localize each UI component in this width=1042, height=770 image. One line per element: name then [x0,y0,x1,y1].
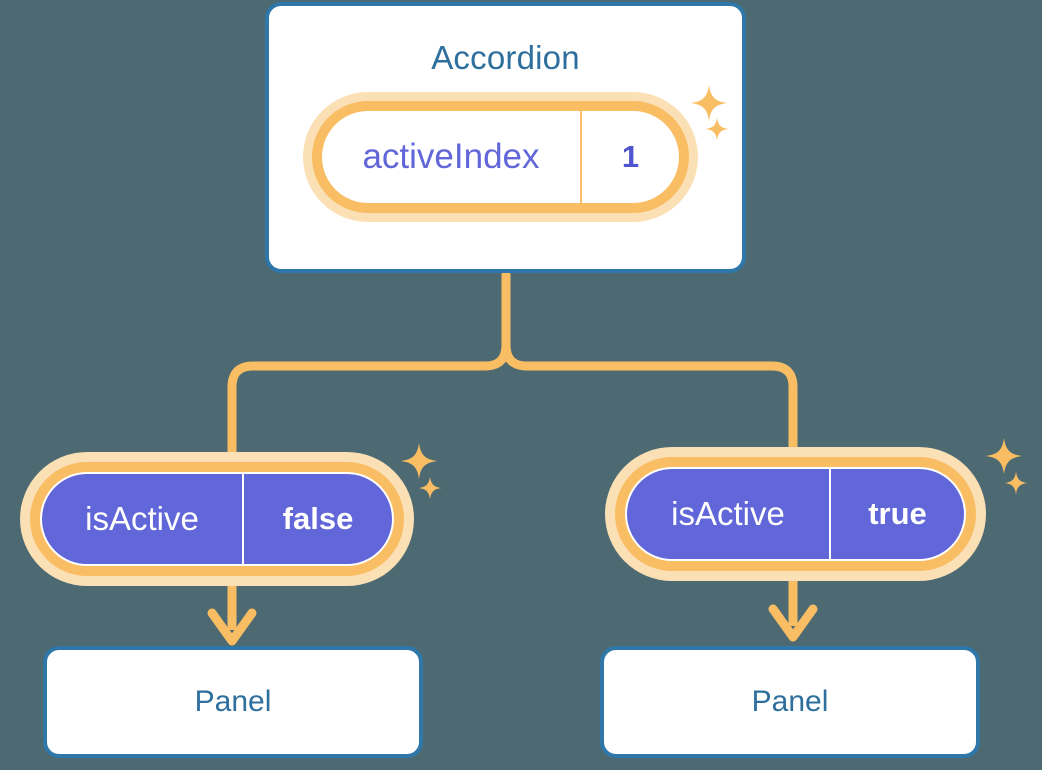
pill-body: isActive false [40,472,394,566]
state-value-label: true [829,469,964,559]
state-value-label: 1 [580,111,679,203]
sparkle-icon [418,476,442,500]
sparkle-icon [985,437,1023,475]
accordion-title: Accordion [431,39,580,76]
component-card-panel-right[interactable]: Panel [600,646,980,758]
pill-body: activeIndex 1 [322,111,679,203]
state-pill-is-active-false[interactable]: isActive false [20,452,414,586]
state-key-label: activeIndex [362,137,540,176]
state-pill-is-active-true[interactable]: isActive true [605,447,986,581]
state-pill-active-index[interactable]: activeIndex 1 [303,92,698,222]
pill-body: isActive true [625,467,966,561]
panel-title: Panel [751,685,829,718]
panel-title: Panel [194,685,272,718]
sparkle-icon [1004,471,1028,495]
state-key-label: isActive [85,500,199,537]
component-card-panel-left[interactable]: Panel [43,646,423,758]
state-key-label: isActive [671,495,785,532]
state-value-label: false [242,474,392,564]
